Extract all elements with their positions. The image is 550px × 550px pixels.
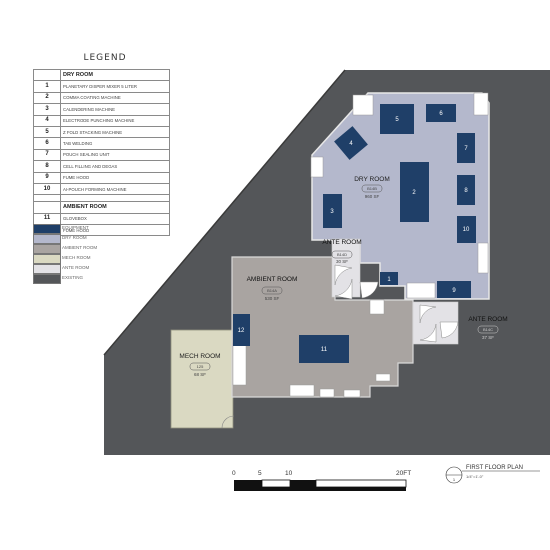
equipment-5 [380,104,414,134]
equipment-label-4: 4 [349,141,353,147]
legend-key-existing: EXISTING [33,274,173,284]
ambient-room-area: 530 SF [265,296,280,301]
equipment-3 [323,194,342,228]
mech-room-area: 68 SF [194,372,206,377]
dry-room-area: 960 SF [365,194,380,199]
plan-title: FIRST FLOOR PLAN [466,465,523,471]
legend-swatch [33,254,61,264]
equipment-4 [334,126,368,160]
ambient-room-tag: B14A [267,288,277,293]
ante-room-right-area: 37 SF [482,335,494,340]
plan-scale: 1/4"=1'-0" [466,474,484,479]
ante-room-right-name: ANTE ROOM [468,316,507,323]
legend-swatch [33,264,61,274]
equipment-label-8: 8 [464,188,468,194]
plan-title-block: 1 FIRST FLOOR PLAN 1/4"=1'-0" [445,465,540,484]
equipment-7 [457,133,475,163]
legend-dry-room-section: DRY ROOM [60,68,170,82]
legend-swatch [33,234,61,244]
plan-ref-number: 1 [453,477,456,482]
equipment-label-9: 9 [452,288,456,294]
dry-room-tag: B14B [367,186,377,191]
equipment-label-6: 6 [439,111,443,117]
scale-tick-20ft: 20FT [396,470,411,477]
equipment-6 [426,104,456,122]
equipment-label-5: 5 [395,117,399,123]
equipment-12 [233,314,250,346]
legend-key-equipment: EQUIPMENT [33,224,173,234]
equipment-10 [457,216,476,243]
legend-key-ambient-room: AMBIENT ROOM [33,244,173,254]
equipment-label-3: 3 [330,209,334,215]
ante-room-top-tag: B14D [337,252,347,257]
mech-room-tag: 125 [197,364,204,369]
scale-tick-5: 5 [258,470,262,477]
legend-key-dry-room: DRY ROOM [33,234,173,244]
legend-ambient-room-section: AMBIENT ROOM [60,201,170,214]
equipment-label-10: 10 [463,227,470,233]
equipment-1 [380,272,398,285]
ambient-room-name: AMBIENT ROOM [247,276,298,283]
legend-title: LEGEND [83,53,127,63]
mech-room-name: MECH ROOM [179,353,220,360]
ante-room-top-name: ANTE ROOM [322,239,361,246]
equipment-label-12: 12 [238,328,245,334]
ante-room-top-area: 30 SF [336,259,348,264]
scale-tick-0: 0 [232,470,236,477]
scale-tick-10: 10 [285,470,293,477]
mech-room [170,329,234,429]
dry-room-name: DRY ROOM [354,176,390,183]
equipment-label-2: 2 [412,190,416,196]
equipment-label-11: 11 [321,347,328,353]
scale-bar [234,479,407,491]
equipment-9 [437,281,471,298]
equipment-8 [457,175,475,205]
legend-swatch [33,274,61,284]
legend-swatch [33,224,61,234]
equipment-label-7: 7 [464,146,468,152]
legend-key-ante-room: ANTE ROOM [33,264,173,274]
legend-swatch [33,244,61,254]
equipment-11 [299,335,349,363]
legend-key-mech-room: MECH ROOM [33,254,173,264]
ante-room-right-tag: B14C [483,327,493,332]
equipment-2 [400,162,429,222]
equipment-label-1: 1 [387,277,391,283]
